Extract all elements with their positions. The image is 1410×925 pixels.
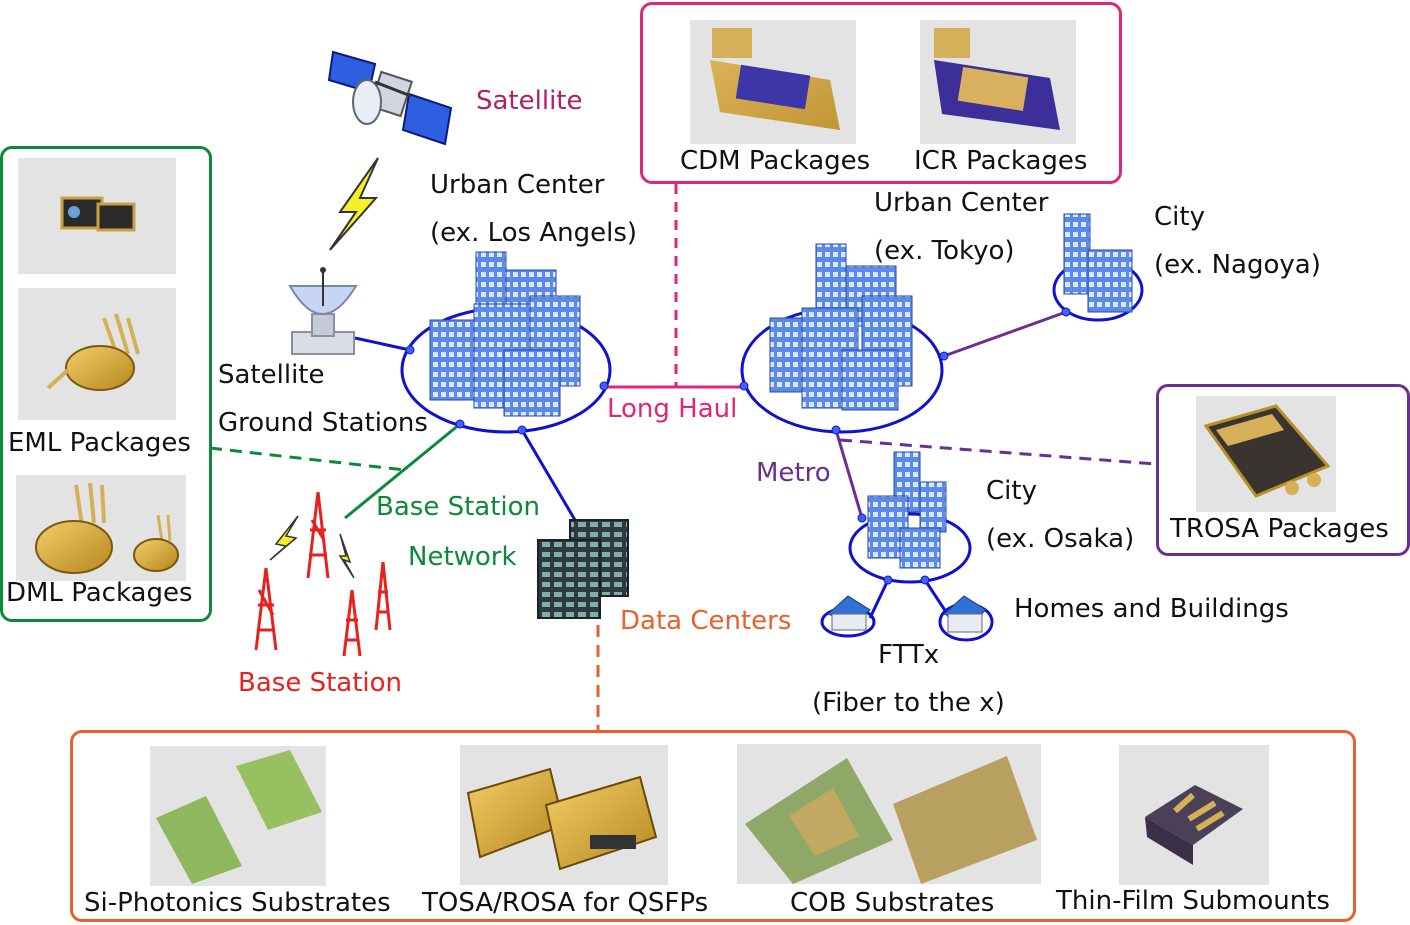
link-tokyo-nagoya xyxy=(943,310,1067,358)
urban-center-tokyo-label: Urban Center xyxy=(874,188,1049,218)
node-dots xyxy=(405,307,1071,585)
radio-tower-icon xyxy=(254,491,392,657)
satellite-gs-label: Satellite xyxy=(218,360,325,390)
lightning-icon xyxy=(329,157,379,251)
house-icon xyxy=(943,595,987,633)
urban-center-la-example: (ex. Los Angels) xyxy=(430,218,638,248)
dash-eml xyxy=(209,446,406,472)
cdm-icr-box xyxy=(640,2,1122,184)
cob-label: COB Substrates xyxy=(790,888,995,918)
satellite-gs-label-2: Ground Stations xyxy=(218,408,428,438)
lightning-icon xyxy=(338,533,355,579)
tosa-rosa-photo xyxy=(460,745,668,885)
si-photonics-photo xyxy=(150,746,326,886)
cdm-package-photo xyxy=(690,20,856,144)
link-gs-la xyxy=(354,336,411,352)
thin-film-photo xyxy=(1119,745,1269,885)
city-buildings-icon xyxy=(429,251,581,417)
link-osaka-home1 xyxy=(868,579,890,619)
eml-package-photo-2 xyxy=(18,288,176,420)
link-la-datacenter xyxy=(520,429,577,521)
city-osaka-example: (ex. Osaka) xyxy=(986,524,1135,554)
urban-center-tokyo-example: (ex. Tokyo) xyxy=(874,236,1015,266)
cob-substrates-photo xyxy=(737,744,1041,884)
trosa-package-photo xyxy=(1196,396,1336,512)
trosa-label: TROSA Packages xyxy=(1170,514,1389,544)
cdm-label: CDM Packages xyxy=(680,146,871,176)
city-nagoya-example: (ex. Nagoya) xyxy=(1154,250,1321,280)
satellite-dish-icon xyxy=(288,267,358,355)
link-la-basestation xyxy=(344,422,461,520)
thin-film-label: Thin-Film Submounts xyxy=(1056,886,1330,916)
eml-dml-box xyxy=(0,146,212,622)
house-icon xyxy=(827,595,871,631)
city-buildings-icon xyxy=(769,243,913,411)
data-centers-label: Data Centers xyxy=(620,606,792,636)
dml-package-photo xyxy=(16,475,186,581)
icr-package-photo xyxy=(920,20,1076,144)
link-tokyo-osaka xyxy=(834,429,864,519)
eml-label: EML Packages xyxy=(8,428,191,458)
eml-package-photo-1 xyxy=(18,158,176,274)
dash-trosa xyxy=(839,438,1157,466)
links xyxy=(209,184,1157,733)
lightning-icon xyxy=(269,515,299,561)
base-station-network-label-2: Network xyxy=(408,542,517,572)
ring-osaka xyxy=(848,512,972,584)
metro-label: Metro xyxy=(756,458,831,488)
tosa-rosa-label: TOSA/ROSA for QSFPs xyxy=(422,888,709,918)
city-osaka-label: City xyxy=(986,476,1037,506)
base-station-label: Base Station xyxy=(238,668,403,698)
city-nagoya-label: City xyxy=(1154,202,1205,232)
icr-label: ICR Packages xyxy=(914,146,1088,176)
server-rack-icon xyxy=(537,519,629,619)
si-photonics-label: Si-Photonics Substrates xyxy=(84,888,391,918)
base-station-network-label: Base Station xyxy=(376,492,541,522)
urban-center-la-label: Urban Center xyxy=(430,170,605,200)
satellite-icon xyxy=(327,50,453,146)
satellite-label: Satellite xyxy=(476,86,583,116)
dml-label: DML Packages xyxy=(6,578,193,608)
city-buildings-icon xyxy=(1063,213,1133,313)
trosa-box xyxy=(1156,384,1410,556)
fttx-label: FTTx xyxy=(878,640,940,670)
datacenter-packages-box xyxy=(70,730,1356,922)
homes-buildings-label: Homes and Buildings xyxy=(1014,594,1289,624)
long-haul-label: Long Haul xyxy=(607,394,738,424)
fttx-description: (Fiber to the x) xyxy=(812,688,1005,718)
city-buildings-icon xyxy=(867,451,947,569)
